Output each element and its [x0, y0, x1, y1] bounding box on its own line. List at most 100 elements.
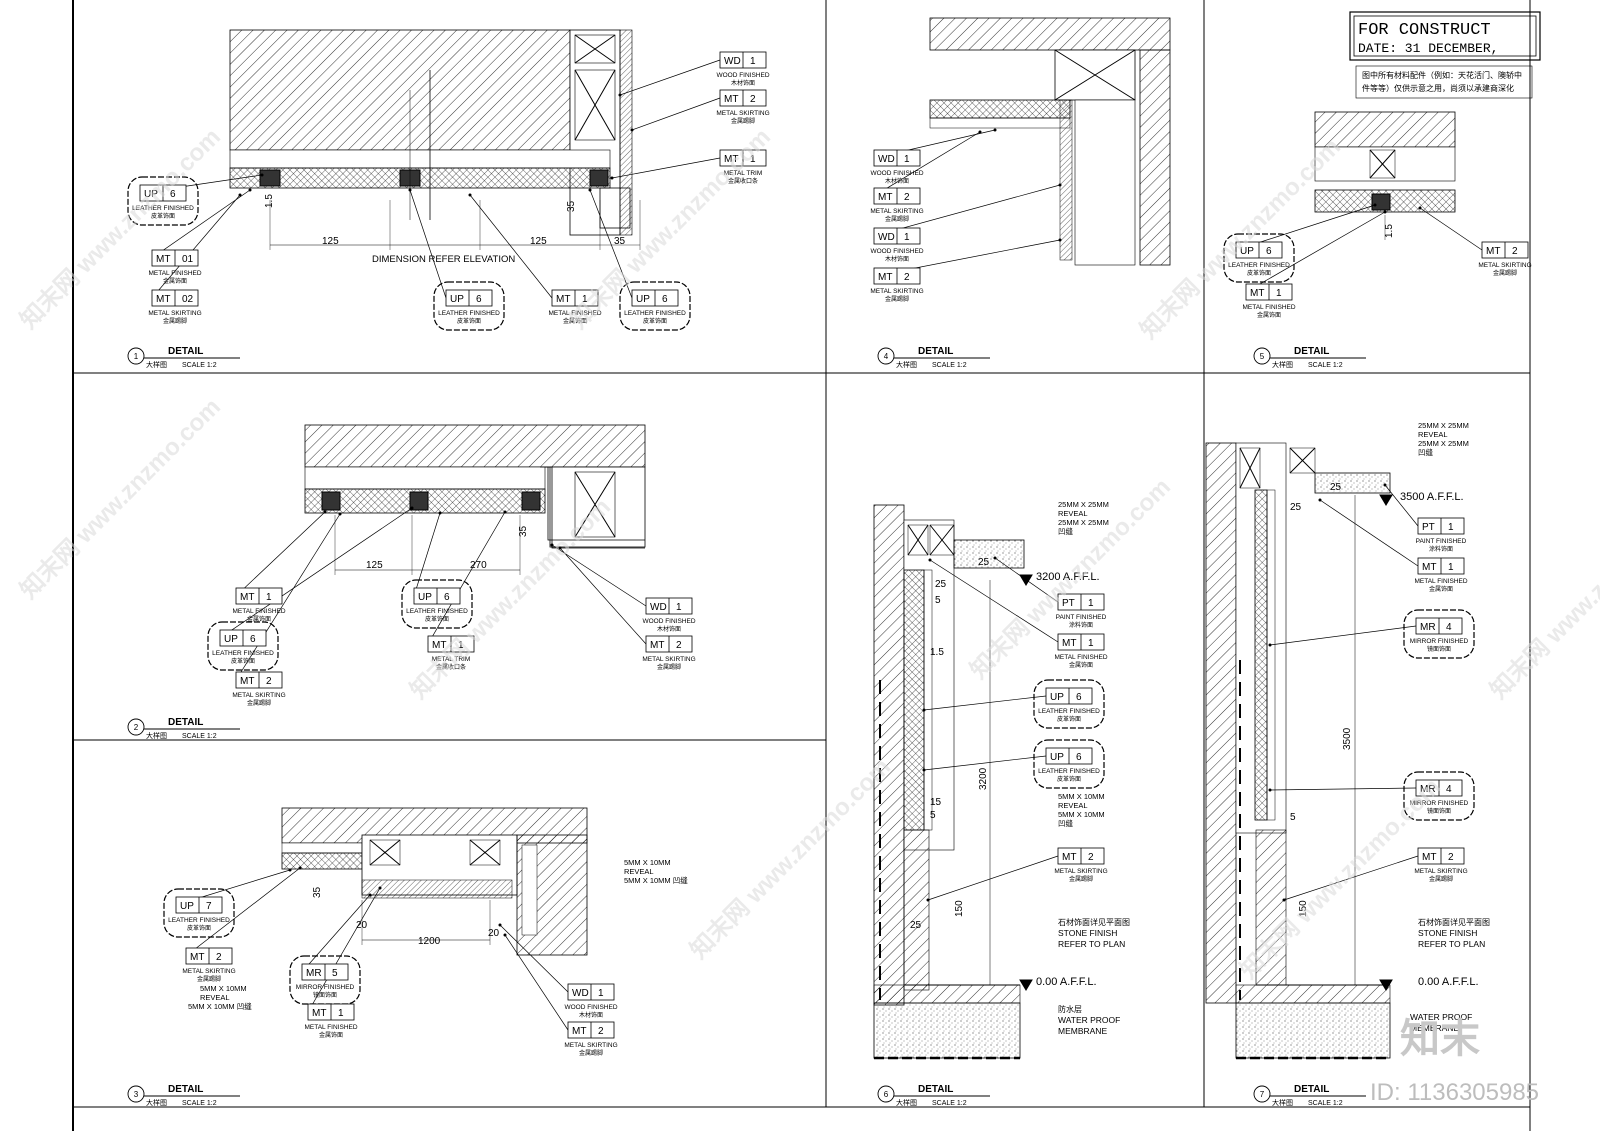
detail-number-bubble [127, 718, 145, 736]
detail-scale: SCALE 1:2 [182, 1100, 217, 1107]
water-6-l1: 防水层 [1058, 1004, 1082, 1014]
tag-code: MT [650, 640, 664, 651]
tag-leader [873, 131, 981, 197]
tag-leader [427, 511, 506, 645]
tag-number: 1 [458, 640, 464, 651]
tag-material-name: METAL SKIRTING [1054, 868, 1107, 875]
level-3500: 3500 A.F.F.L. [1400, 491, 1464, 503]
detail-subtitle: 大样图 [1272, 1098, 1293, 1107]
reveal25-6-l3: 25MM X 25MM [1058, 518, 1109, 527]
reveal25-6-l4: 凹缝 [1058, 526, 1074, 536]
tag-material-name: METAL TRIM [724, 170, 763, 177]
reveal5-6-l2: REVEAL [1058, 801, 1088, 810]
leader-dot [338, 512, 342, 516]
revision-cloud [1033, 739, 1105, 789]
detail-title: DETAIL [168, 346, 203, 357]
leader-dot [610, 176, 614, 180]
tag-number: 2 [676, 640, 682, 651]
dim-1e: 35 [614, 236, 626, 247]
leader-dot [1318, 498, 1322, 502]
tag-code: MT [156, 294, 170, 305]
tag-material-cn: 涂料饰面 [1429, 545, 1453, 553]
tag-code: PT [1422, 522, 1435, 533]
leader-dot [368, 893, 372, 897]
watermark-text: 知末网 www.znzmo.com [15, 393, 226, 604]
leader-dot [410, 506, 414, 510]
tag-number: 1 [1088, 598, 1094, 609]
tag-material-name: METAL SKIRTING [1478, 262, 1531, 269]
tag-material-name: METAL SKIRTING [870, 208, 923, 215]
tag-code: UP [1240, 246, 1254, 257]
tag-number: 1 [598, 988, 604, 999]
stone-6-l1: 石材饰面详见平面图 [1058, 917, 1130, 927]
detail-2-dims: 125 270 35 [366, 525, 529, 571]
tag-material-cn: 金属踢脚 [731, 117, 755, 125]
stamp-title: FOR CONSTRUCT [1358, 21, 1491, 40]
tag-leader [151, 189, 251, 259]
tag-leader [923, 755, 1047, 771]
leader-dot [588, 188, 592, 192]
tag-code: MT [572, 1026, 586, 1037]
leader-dot [922, 768, 926, 772]
tag-number: 1 [904, 154, 910, 165]
detail-7-dims: 25 25 5 3500 150 3500 A.F.F.L. 0.00 A.F.… [1290, 482, 1479, 988]
detail-subtitle: 大样图 [146, 731, 167, 740]
tag-code: MT [190, 952, 204, 963]
tag-number: 5 [332, 968, 338, 979]
tag-material-name: LEATHER FINISHED [1038, 708, 1100, 715]
tag-number: 6 [170, 189, 176, 200]
tag-material-cn: 木材饰面 [885, 177, 909, 185]
tag-leader [551, 544, 647, 607]
stone-7-l3: REFER TO PLAN [1418, 939, 1485, 949]
tag-material-cn: 金属饰面 [1069, 661, 1093, 669]
tag-number: 1 [338, 1008, 344, 1019]
dim-7a: 25 [1330, 482, 1342, 493]
tag-leader [1419, 207, 1483, 251]
water-6-l3: MEMBRANE [1058, 1026, 1107, 1036]
leader-dot [298, 866, 302, 870]
detail-number: 1 [134, 352, 139, 361]
tag-leader [1269, 787, 1417, 791]
stone-6-l3: REFER TO PLAN [1058, 939, 1125, 949]
leader-dot [993, 128, 997, 132]
detail-number-bubble [127, 347, 145, 365]
tag-material-cn: 皮革饰面 [643, 317, 667, 325]
tag-material-cn: 金属踢脚 [1429, 875, 1453, 883]
reveal5-3b-l1: 5MM X 10MM [200, 984, 247, 993]
dim-3b: 20 [356, 920, 368, 931]
detail-title: DETAIL [168, 717, 203, 728]
tag-leader [151, 194, 241, 299]
leader-dot [503, 933, 507, 937]
dim-6b: 25 [935, 579, 947, 590]
tag-material-cn: 金属饰面 [1257, 311, 1281, 319]
dim-2c: 35 [518, 525, 529, 537]
tag-code: MT [1486, 246, 1500, 257]
dim-7e: 150 [1298, 900, 1309, 917]
tag-material-cn: 金属收口条 [728, 177, 758, 185]
tag-number: 2 [904, 192, 910, 203]
tag-material-name: WOOD FINISHED [870, 248, 923, 255]
tag-material-name: LEATHER FINISHED [438, 310, 500, 317]
tag-code: UP [636, 294, 650, 305]
detail-5-dims: 1.5 [1384, 224, 1395, 238]
leader-dot [550, 543, 554, 547]
stamp-note-2: 件等等）仅供示意之用，尚须以承建商深化 [1362, 83, 1514, 93]
detail-subtitle: 大样图 [146, 1098, 167, 1107]
leader-dot [288, 868, 292, 872]
detail-number-bubble [877, 347, 895, 365]
dim-7b: 25 [1290, 502, 1302, 513]
notes-7: 25MM X 25MM REVEAL 25MM X 25MM 凹缝 石材饰面详见… [1410, 421, 1490, 1033]
tag-leader [1269, 625, 1417, 646]
